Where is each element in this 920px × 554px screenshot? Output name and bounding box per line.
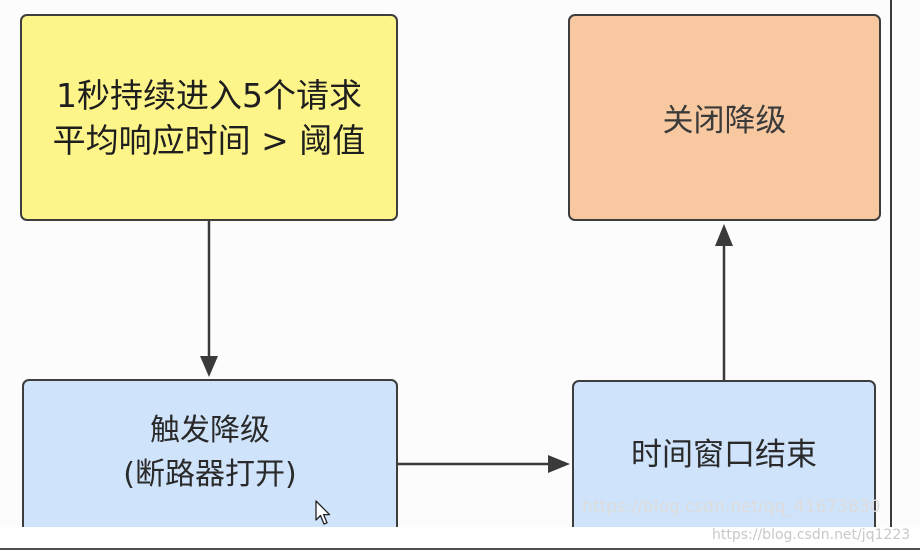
watermark-secondary: https://blog.csdn.net/jq1223 (712, 527, 911, 543)
edge-trigger-to-window (398, 455, 570, 473)
node-trigger-degrade: 触发降级 (断路器打开) (22, 379, 398, 549)
node-close-degrade: 关闭降级 (568, 14, 881, 221)
node-condition-line-1: 1秒持续进入5个请求 (56, 75, 362, 115)
node-window-end: 时间窗口结束 (572, 380, 876, 548)
edge-condition-to-trigger (200, 221, 218, 377)
edge-window-to-close (715, 224, 733, 380)
node-close-label: 关闭降级 (662, 103, 787, 139)
node-trigger-line-2: (断路器打开) (123, 457, 297, 492)
node-condition: 1秒持续进入5个请求 平均响应时间 > 阈值 (20, 14, 398, 221)
node-window-label: 时间窗口结束 (631, 436, 817, 473)
node-condition-line-2: 平均响应时间 > 阈值 (52, 120, 366, 160)
right-border-rule (890, 0, 892, 527)
watermark-primary: https://blog.csdn.net/qq_41673830 (582, 497, 881, 517)
node-trigger-line-1: 触发降级 (150, 413, 270, 448)
bottom-border-rule (0, 548, 920, 550)
mouse-pointer-icon (315, 500, 331, 525)
